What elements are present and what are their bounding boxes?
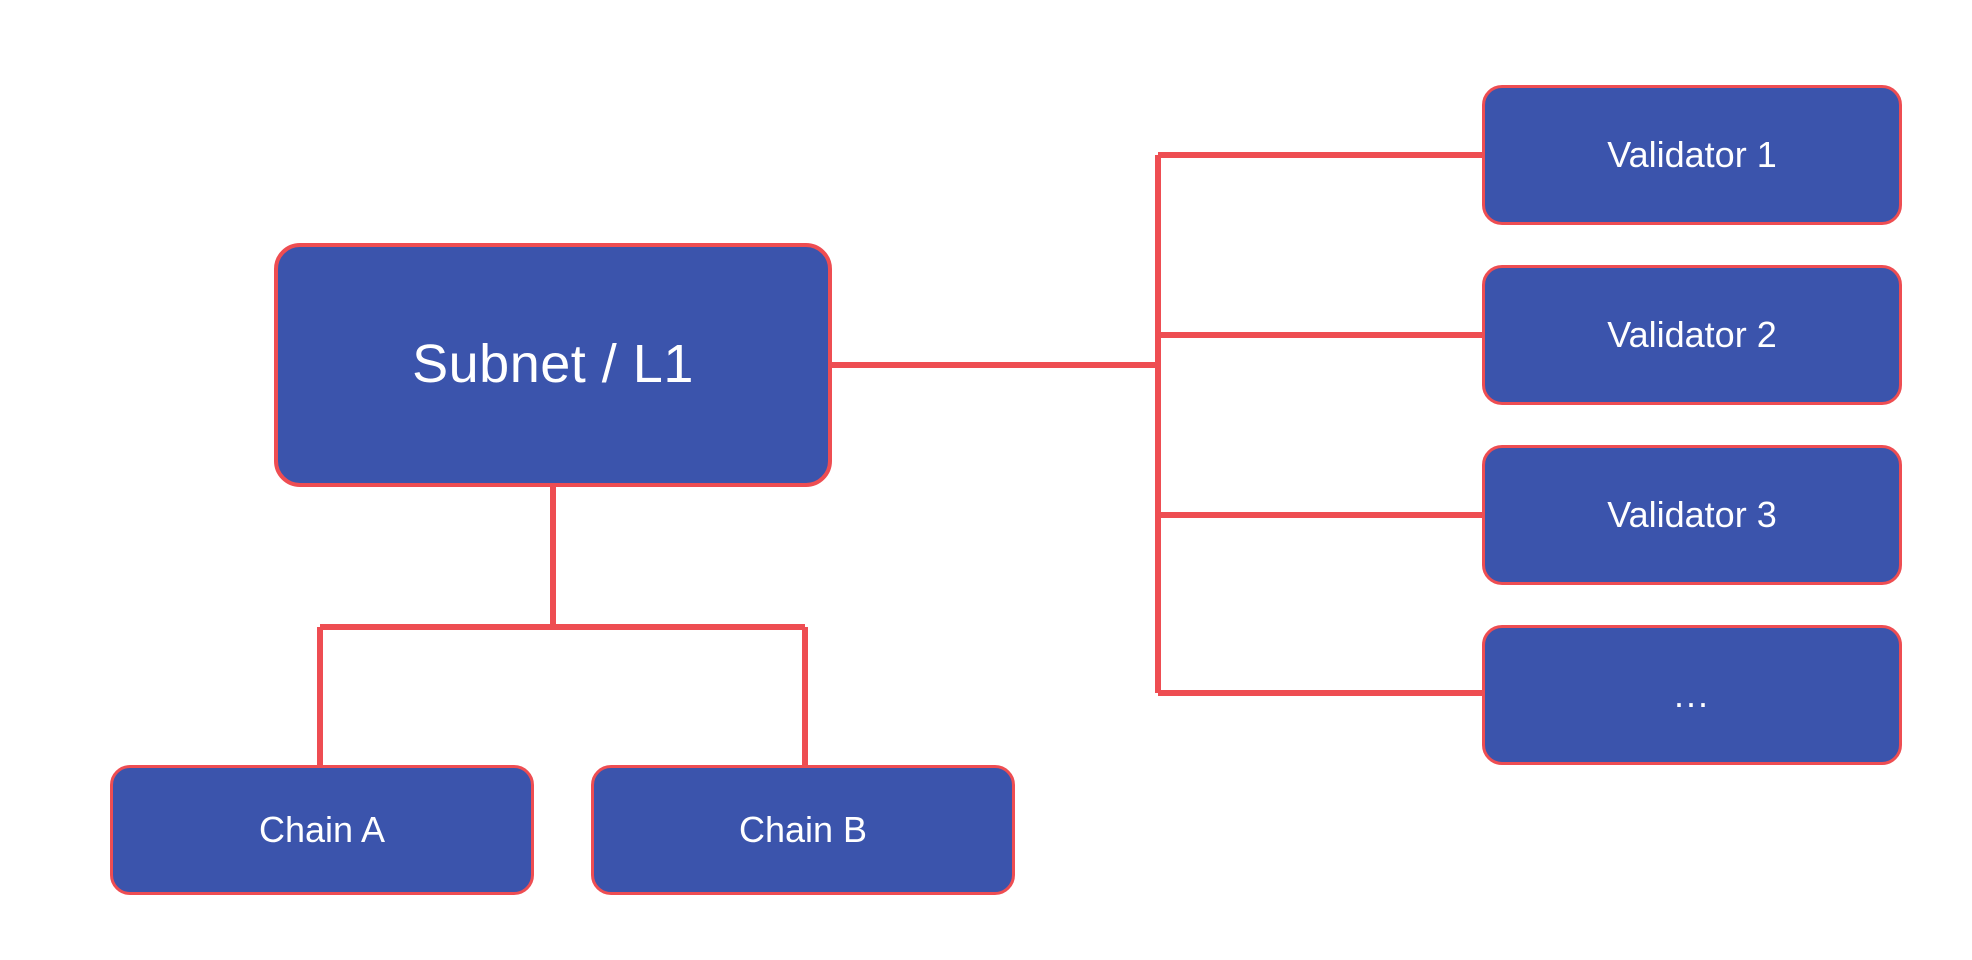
- node-validator-more-label: ...: [1673, 674, 1710, 716]
- node-chain-b[interactable]: Chain B: [591, 765, 1015, 895]
- node-chain-a[interactable]: Chain A: [110, 765, 534, 895]
- node-chain-a-label: Chain A: [258, 809, 386, 851]
- node-validator-3[interactable]: Validator 3: [1482, 445, 1902, 585]
- node-validator-2-label: Validator 2: [1607, 314, 1777, 356]
- node-chain-b-label: Chain B: [738, 809, 868, 851]
- node-subnet-l1[interactable]: Subnet / L1: [274, 243, 832, 487]
- node-validator-more[interactable]: ...: [1482, 625, 1902, 765]
- node-validator-1[interactable]: Validator 1: [1482, 85, 1902, 225]
- node-validator-1-label: Validator 1: [1607, 134, 1777, 176]
- node-validator-3-label: Validator 3: [1607, 494, 1777, 536]
- node-validator-2[interactable]: Validator 2: [1482, 265, 1902, 405]
- node-subnet-l1-label: Subnet / L1: [412, 334, 694, 395]
